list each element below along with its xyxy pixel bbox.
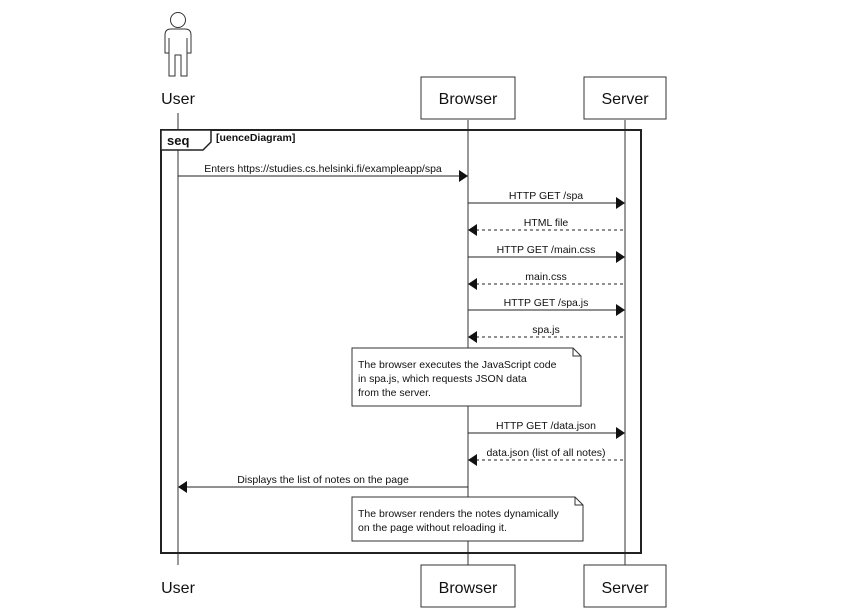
participant-server-bottom: Server bbox=[601, 580, 649, 597]
message-label: HTTP GET /main.css bbox=[497, 244, 596, 256]
message-5: main.css bbox=[468, 271, 625, 290]
note-line: The browser renders the notes dynamicall… bbox=[358, 508, 560, 520]
participant-browser-bottom-box bbox=[420, 564, 516, 608]
message-6: HTTP GET /spa.js bbox=[468, 297, 625, 316]
note-line: from the server. bbox=[358, 387, 431, 399]
participant-server-top-box bbox=[583, 76, 667, 120]
participant-browser-top-box bbox=[420, 76, 516, 120]
participant-browser-top: Browser bbox=[439, 91, 498, 108]
message-label: HTTP GET /spa bbox=[509, 190, 583, 202]
message-label: main.css bbox=[525, 271, 566, 283]
message-label: Displays the list of notes on the page bbox=[237, 474, 409, 486]
note-2: The browser renders the notes dynamicall… bbox=[351, 496, 584, 542]
participant-server-top: Server bbox=[601, 91, 649, 108]
message-9: data.json (list of all notes) bbox=[468, 447, 625, 466]
message-label: HTTP GET /spa.js bbox=[504, 297, 589, 309]
message-7: spa.js bbox=[468, 324, 625, 343]
participant-browser-bottom: Browser bbox=[439, 580, 498, 597]
message-label: spa.js bbox=[532, 324, 559, 336]
seq-frame-condition: [uenceDiagram] bbox=[216, 132, 295, 144]
note-line: The browser executes the JavaScript code bbox=[358, 359, 557, 371]
seq-frame-title: seq bbox=[167, 133, 189, 148]
message-1: Enters https://studies.cs.helsinki.fi/ex… bbox=[178, 163, 468, 182]
seq-frame bbox=[160, 129, 642, 554]
user-actor-icon bbox=[164, 12, 192, 77]
message-8: HTTP GET /data.json bbox=[468, 420, 625, 439]
note-1: The browser executes the JavaScript code… bbox=[351, 347, 582, 407]
message-label: HTML file bbox=[524, 217, 569, 229]
message-2: HTTP GET /spa bbox=[468, 190, 625, 209]
participant-server-bottom-box bbox=[583, 564, 667, 608]
seq-frame-tab bbox=[160, 129, 212, 151]
note-line: in spa.js, which requests JSON data bbox=[358, 373, 527, 385]
message-label: Enters https://studies.cs.helsinki.fi/ex… bbox=[204, 163, 442, 175]
message-3: HTML file bbox=[468, 217, 625, 236]
participant-user-top: User bbox=[161, 91, 195, 108]
message-label: data.json (list of all notes) bbox=[486, 447, 605, 459]
message-label: HTTP GET /data.json bbox=[496, 420, 596, 432]
participant-user-bottom: User bbox=[161, 580, 195, 597]
message-4: HTTP GET /main.css bbox=[468, 244, 625, 263]
message-10: Displays the list of notes on the page bbox=[178, 474, 468, 493]
note-line: on the page without reloading it. bbox=[358, 522, 507, 534]
